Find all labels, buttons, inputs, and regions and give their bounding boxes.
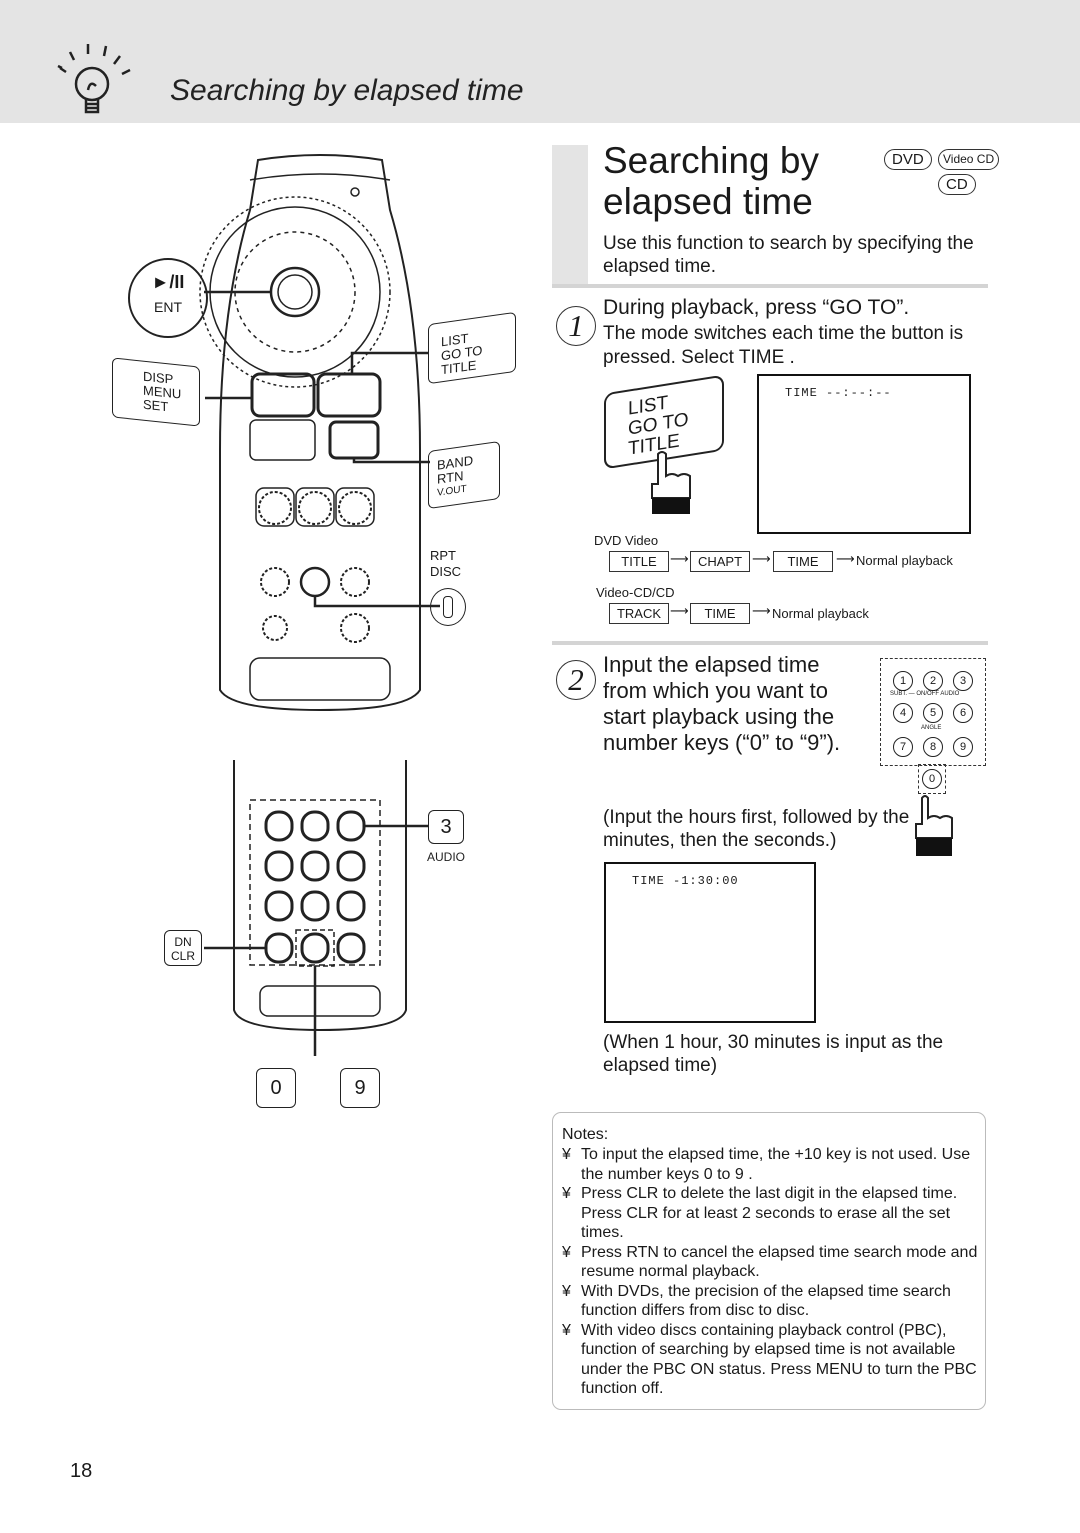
dn-clr-callout: DN CLR: [164, 930, 202, 966]
keypad-illustration: 1 2 3 SUBT. — ON/OFF AUDIO 4 5 6 ANGLE 7…: [880, 658, 986, 766]
clr-label: CLR: [170, 949, 195, 963]
step-1-title: During playback, press “GO TO”.: [603, 296, 910, 319]
page-title-line2: elapsed time: [603, 181, 813, 222]
rtn-button: [328, 420, 380, 460]
play-pause-label: ►/II: [151, 272, 185, 292]
step-1-description: The mode switches each time the button i…: [603, 323, 964, 368]
dvd-seq-chapt: CHAPT: [690, 551, 750, 572]
title-accent-bar: [552, 145, 588, 285]
jog-dial-ring: [199, 196, 391, 388]
section-title: Searching by elapsed time: [170, 74, 524, 107]
step-1-number: 1: [556, 306, 596, 346]
header-band: [0, 0, 1080, 123]
menu-button: [250, 372, 316, 418]
vcd-normal-playback: Normal playback: [772, 606, 869, 621]
note-bullet: ¥: [562, 1243, 571, 1261]
time-display-text-2: TIME -1:30:00: [632, 874, 739, 888]
audio-key-callout: 3: [428, 810, 464, 844]
arrow-icon: ⟶: [752, 551, 771, 566]
step-divider: [552, 641, 988, 645]
notes-title: Notes:: [562, 1126, 609, 1143]
key-0-callout: 0: [256, 1068, 296, 1108]
rpt-button: [299, 566, 331, 598]
arrow-icon: ⟶: [752, 603, 771, 618]
notes-list: ¥ To input the elapsed time, the +10 key …: [562, 1145, 980, 1399]
step-2-description: Input the elapsed time from which you wa…: [603, 652, 841, 755]
page-title: Searching by elapsed time: [603, 140, 819, 222]
keypad-zero-box: 0: [918, 764, 946, 794]
time-display-screen-2: TIME -1:30:00: [604, 862, 816, 1023]
cd-badge: CD: [938, 174, 976, 195]
note-item: ¥ With video discs containing playback co…: [562, 1321, 980, 1399]
vcd-seq-track: TRACK: [609, 603, 669, 624]
dvd-seq-time: TIME: [773, 551, 833, 572]
note-text: With DVDs, the precision of the elapsed …: [581, 1282, 951, 1320]
arrow-icon: ⟶: [670, 551, 689, 566]
disp-menu-set-callout: DISP MENU SET: [112, 357, 200, 427]
audio-label: AUDIO: [427, 850, 466, 864]
keypad-row1-labels: SUBT. — ON/OFF AUDIO: [890, 691, 960, 697]
note-item: ¥ Press RTN to cancel the elapsed time se…: [562, 1243, 980, 1282]
note-text: To input the elapsed time, the +10 key i…: [581, 1146, 971, 1183]
dvd-seq-title: TITLE: [609, 551, 669, 572]
keypad-key-7: 7: [893, 737, 913, 757]
step-2-caption: (When 1 hour, 30 minutes is input as the…: [603, 1032, 944, 1076]
page-title-line1: Searching by: [603, 140, 819, 181]
time-display-text-1: TIME --:--:--: [785, 386, 892, 400]
rpt-button-callout: [430, 588, 466, 626]
remote-illustration: [199, 154, 440, 1056]
arrow-icon: ⟶: [670, 603, 689, 618]
keypad-row2-labels: ANGLE: [921, 725, 942, 731]
pointing-hand-icon: [651, 451, 691, 514]
remote-body-lower: [233, 760, 407, 1032]
dvd-badge: DVD: [884, 149, 932, 170]
ent-label: ENT: [154, 299, 182, 315]
video-cd-badge: Video CD: [938, 149, 1000, 170]
rpt-label: RPT: [430, 548, 456, 563]
keypad-key-8: 8: [923, 737, 943, 757]
rpt-disc-label: RPT DISC: [430, 548, 461, 580]
number-keys-group: [249, 799, 381, 966]
note-bullet: ¥: [562, 1321, 571, 1339]
pointing-hand-icon-2: [915, 795, 953, 856]
goto-button: [316, 372, 382, 418]
dvd-sequence-label: DVD Video: [594, 533, 659, 548]
arrow-icon: ⟶: [836, 551, 855, 566]
dvd-normal-playback: Normal playback: [856, 553, 953, 568]
keypad-key-0: 0: [922, 769, 942, 789]
keypad-key-3: 3: [953, 671, 973, 691]
disc-label: DISC: [430, 564, 462, 579]
play-ent-callout: ►/II ENT: [128, 258, 208, 338]
note-bullet: ¥: [562, 1185, 571, 1202]
keypad-key-4: 4: [893, 703, 913, 723]
note-text: Press RTN to cancel the elapsed time sea…: [581, 1243, 978, 1281]
vcd-seq-time: TIME: [690, 603, 750, 624]
notes-box: [552, 1112, 986, 1410]
vcd-sequence-label: Video-CD/CD: [596, 585, 675, 600]
key-9-callout: 9: [340, 1068, 380, 1108]
intro-text: Use this function to search by specifyin…: [603, 233, 974, 277]
remote-body-upper: [219, 154, 421, 712]
list-goto-title-callout: LIST GO TO TITLE: [428, 311, 516, 385]
keypad-key-6: 6: [953, 703, 973, 723]
keypad-key-2: 2: [923, 671, 943, 691]
note-text: Press CLR to delete the last digit in th…: [581, 1185, 958, 1241]
note-text: With video discs containing playback con…: [581, 1321, 977, 1398]
band-rtn-vout-callout: BAND RTN V.OUT: [428, 440, 500, 510]
step-2-note: (Input the hours first, followed by the …: [603, 807, 910, 851]
page-number: 18: [70, 1460, 93, 1482]
dn-label: DN: [174, 935, 192, 949]
step-2-number: 2: [556, 660, 596, 700]
note-bullet: ¥: [562, 1146, 571, 1163]
note-item: ¥ To input the elapsed time, the +10 key …: [562, 1145, 980, 1184]
keypad-key-1: 1: [893, 671, 913, 691]
time-display-screen-1: TIME --:--:--: [757, 374, 971, 534]
keypad-key-9: 9: [953, 737, 973, 757]
note-item: ¥ With DVDs, the precision of the elapsed…: [562, 1282, 980, 1321]
lightbulb-icon: [57, 44, 131, 114]
note-item: ¥ Press CLR to delete the last digit in t…: [562, 1184, 980, 1243]
keypad-key-5: 5: [923, 703, 943, 723]
title-divider: [552, 284, 988, 288]
note-bullet: ¥: [562, 1282, 571, 1300]
